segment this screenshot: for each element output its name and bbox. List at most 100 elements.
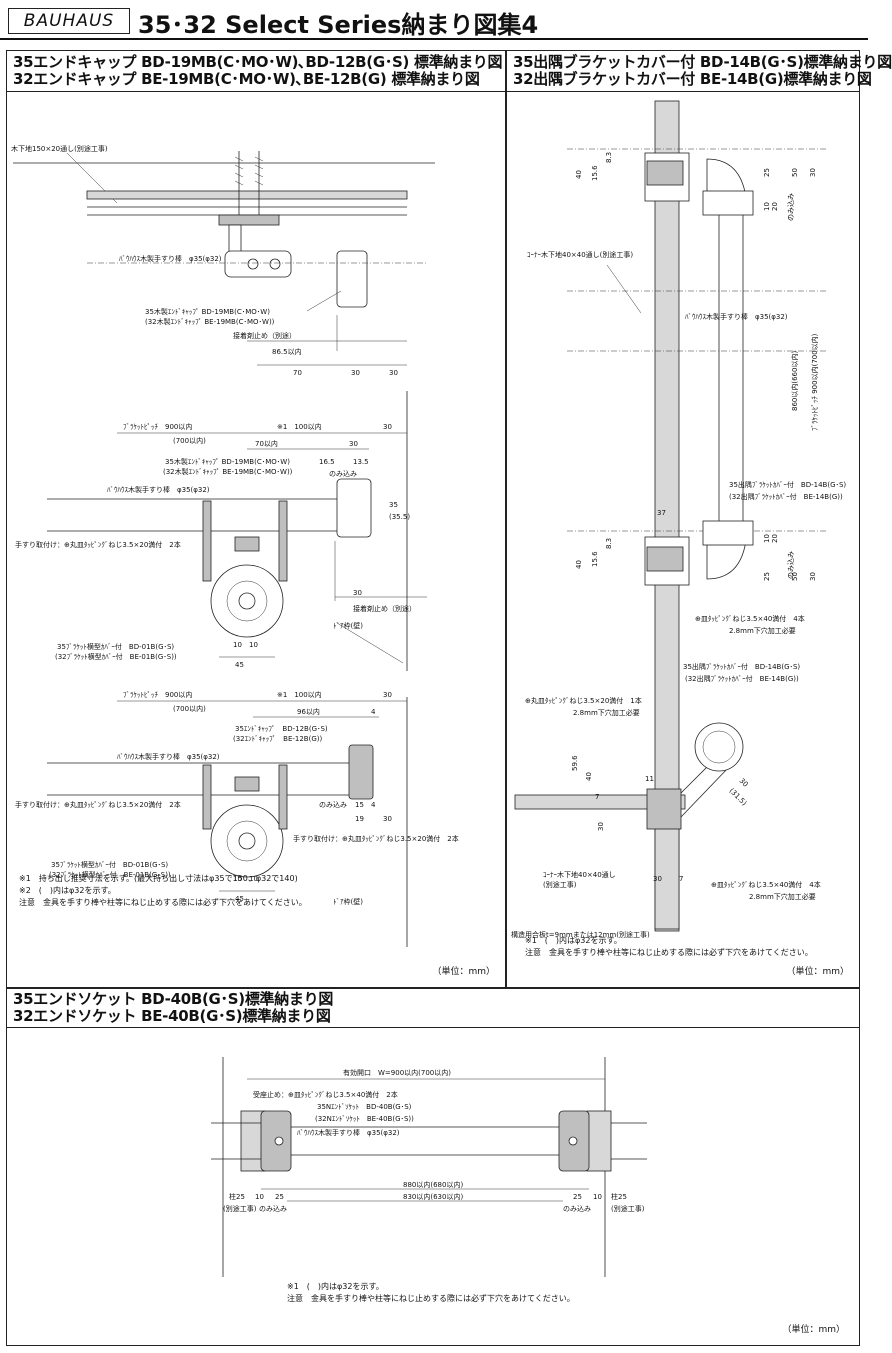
svg-text:830以内(630以内): 830以内(630以内) (403, 1192, 463, 1201)
svg-text:ｺｰﾅｰ木下地40×40通し(別途工事): ｺｰﾅｰ木下地40×40通し(別途工事) (527, 250, 633, 259)
svg-text:2.8mm下穴加工必要: 2.8mm下穴加工必要 (749, 892, 816, 901)
svg-text:ﾌﾞﾗｹｯﾄﾋﾟｯﾁ 900以内: ﾌﾞﾗｹｯﾄﾋﾟｯﾁ 900以内 (123, 690, 192, 699)
wood-base-label: 木下地150×20通し(別途工事) (11, 144, 108, 153)
svg-text:ﾌﾞﾗｹｯﾄﾋﾟｯﾁ 900以内: ﾌﾞﾗｹｯﾄﾋﾟｯﾁ 900以内 (123, 422, 192, 431)
svg-text:860以内(660以内): 860以内(660以内) (790, 351, 799, 411)
svg-text:880以内(680以内): 880以内(680以内) (403, 1180, 463, 1189)
svg-text:(別途工事): (別途工事) (543, 880, 577, 889)
unit-label: （単位：mm） (432, 967, 495, 977)
svg-text:(32ﾌﾞﾗｹｯﾄ横型ｶﾊﾞｰ付 BE-01B(G･S)): (32ﾌﾞﾗｹｯﾄ横型ｶﾊﾞｰ付 BE-01B(G･S)) (49, 870, 171, 879)
panel-endcap-title-35: 35エンドキャップ BD-19MB(C･MO･W)､BD-12B(G･S) 標準… (13, 53, 503, 71)
svg-text:(32出隅ﾌﾞﾗｹｯﾄｶﾊﾞｰ付 BE-14B(G)): (32出隅ﾌﾞﾗｹｯﾄｶﾊﾞｰ付 BE-14B(G)) (729, 492, 843, 501)
svg-text:のみ込み: のみ込み (786, 551, 795, 579)
svg-text:25: 25 (763, 572, 771, 581)
svg-text:30: 30 (389, 369, 398, 377)
svg-text:35ﾌﾞﾗｹｯﾄ横型ｶﾊﾞｰ付 BD-01B(G･S): 35ﾌﾞﾗｹｯﾄ横型ｶﾊﾞｰ付 BD-01B(G･S) (51, 860, 168, 869)
svg-text:50: 50 (791, 168, 799, 177)
panel-endcap-title-32: 32エンドキャップ BE-19MB(C･MO･W)､BE-12B(G) 標準納ま… (13, 70, 480, 88)
svg-text:10: 10 (233, 641, 242, 649)
panel-corner-bracket: 35出隅ブラケットカバー付 BD-14B(G･S)標準納まり図 32出隅ブラケッ… (506, 50, 892, 988)
panel-corner-title-35: 35出隅ブラケットカバー付 BD-14B(G･S)標準納まり図 (513, 53, 892, 71)
svg-text:19: 19 (355, 815, 364, 823)
svg-text:4: 4 (371, 801, 376, 809)
svg-text:37: 37 (657, 509, 666, 517)
bracket-round-icon (202, 500, 288, 638)
bracket-plate (218, 214, 280, 226)
svg-text:40: 40 (575, 170, 583, 179)
svg-text:10: 10 (249, 641, 258, 649)
svg-text:構造用合板t=9mmまたは12mm(別途工事): 構造用合板t=9mmまたは12mm(別途工事) (511, 930, 650, 939)
note-1: ※1 ( )内はφ32を示す。 (525, 936, 622, 945)
note-2: ※2 ( )内はφ32を示す。 (19, 886, 116, 895)
svg-text:のみ込み: のみ込み (563, 1204, 591, 1213)
svg-text:8.3: 8.3 (605, 538, 613, 549)
endcap-side (336, 250, 368, 308)
svg-text:4: 4 (371, 708, 376, 716)
svg-text:15.6: 15.6 (591, 551, 599, 567)
svg-text:40: 40 (585, 772, 593, 781)
svg-text:35: 35 (389, 501, 398, 509)
svg-text:のみ込み: のみ込み (329, 469, 357, 478)
svg-text:のみ込み: のみ込み (259, 1204, 287, 1213)
note-caution: 注意 金具を手すり棒や柱等にねじ止めする際には必ず下穴をあけてください。 (19, 898, 307, 907)
svg-text:(700以内): (700以内) (173, 704, 206, 713)
svg-text:35Nｴﾝﾄﾞｿｹｯﾄ BD-40B(G･S): 35Nｴﾝﾄﾞｿｹｯﾄ BD-40B(G･S) (317, 1103, 412, 1111)
svg-text:(32ﾌﾞﾗｹｯﾄ横型ｶﾊﾞｰ付 BE-01B(G･S)): (32ﾌﾞﾗｹｯﾄ横型ｶﾊﾞｰ付 BE-01B(G･S)) (55, 652, 177, 661)
svg-text:30: 30 (809, 572, 817, 581)
svg-text:手すり取付け：⊕丸皿ﾀｯﾋﾟﾝｸﾞねじ3.5×20満付 2本: 手すり取付け：⊕丸皿ﾀｯﾋﾟﾝｸﾞねじ3.5×20満付 2本 (293, 834, 459, 843)
svg-text:⊕丸皿ﾀｯﾋﾟﾝｸﾞねじ3.5×20満付 1本: ⊕丸皿ﾀｯﾋﾟﾝｸﾞねじ3.5×20満付 1本 (525, 696, 642, 705)
unit-label: （単位：mm） (786, 967, 849, 977)
svg-text:50: 50 (791, 572, 799, 581)
svg-text:2.8mm下穴加工必要: 2.8mm下穴加工必要 (729, 626, 796, 635)
svg-text:10: 10 (763, 202, 771, 211)
right-post (586, 1110, 612, 1172)
svg-text:※1 100以内: ※1 100以内 (277, 422, 322, 431)
corner-bracket-icon (644, 152, 754, 216)
svg-text:35ﾌﾞﾗｹｯﾄ横型ｶﾊﾞｰ付 BD-01B(G･S): 35ﾌﾞﾗｹｯﾄ横型ｶﾊﾞｰ付 BD-01B(G･S) (57, 642, 174, 651)
svg-text:59.6: 59.6 (571, 755, 579, 771)
plywood-wall (514, 794, 686, 810)
svg-text:※1 100以内: ※1 100以内 (277, 690, 322, 699)
svg-text:柱25: 柱25 (611, 1192, 627, 1201)
panel-corner-title-32: 32出隅ブラケットカバー付 BE-14B(G)標準納まり図 (513, 70, 872, 88)
svg-text:30: 30 (809, 168, 817, 177)
svg-text:10: 10 (763, 534, 771, 543)
svg-text:30: 30 (383, 423, 392, 431)
left-socket-icon (211, 1110, 292, 1172)
note-1: ※1 持ち出し推奨寸法を示す。(最大持ち出し寸法はφ35で150、φ32で140… (19, 874, 298, 883)
svg-text:30: 30 (383, 691, 392, 699)
svg-text:25: 25 (275, 1193, 284, 1201)
svg-text:35出隅ﾌﾞﾗｹｯﾄｶﾊﾞｰ付 BD-14B(G･S): 35出隅ﾌﾞﾗｹｯﾄｶﾊﾞｰ付 BD-14B(G･S) (683, 662, 800, 671)
svg-text:96以内: 96以内 (297, 707, 320, 716)
panel-corner-header: 35出隅ブラケットカバー付 BD-14B(G･S)標準納まり図 32出隅ブラケッ… (507, 51, 892, 92)
page-header: BAUHAUS 35･32 Select Series納まり図集4 (0, 0, 868, 42)
right-socket-icon (558, 1110, 647, 1172)
svg-text:(35.5): (35.5) (389, 513, 410, 521)
svg-text:10: 10 (593, 1193, 602, 1201)
page-title: 35･32 Select Series納まり図集4 (138, 11, 539, 39)
svg-text:(別途工事): (別途工事) (611, 1204, 645, 1213)
svg-text:16.5: 16.5 (319, 458, 335, 466)
svg-text:のみ込み: のみ込み (786, 193, 795, 221)
svg-text:7: 7 (595, 793, 599, 801)
svg-text:ﾊﾞｳﾊｳｽ木製手すり棒 φ35(φ32): ﾊﾞｳﾊｳｽ木製手すり棒 φ35(φ32) (685, 312, 788, 321)
svg-text:受座止め：⊕皿ﾀｯﾋﾟﾝｸﾞねじ3.5×40満付 2本: 受座止め：⊕皿ﾀｯﾋﾟﾝｸﾞねじ3.5×40満付 2本 (253, 1090, 398, 1099)
svg-text:のみ込み: のみ込み (319, 800, 347, 809)
endcap-drawing: 木下地150×20通し(別途工事) 86.5以内 70 30 30 35木製ｴﾝ… (11, 144, 459, 947)
svg-text:20: 20 (771, 202, 779, 211)
corner-plan-bracket-icon (646, 722, 744, 830)
svg-text:30: 30 (653, 875, 662, 883)
svg-text:(700以内): (700以内) (173, 436, 206, 445)
header-divider (0, 38, 868, 40)
svg-text:45: 45 (235, 661, 244, 669)
svg-text:ﾊﾞｳﾊｳｽ木製手すり棒 φ35(φ32): ﾊﾞｳﾊｳｽ木製手すり棒 φ35(φ32) (107, 485, 210, 494)
svg-text:(32木製ｴﾝﾄﾞｷｬｯﾌﾟ BE-19MB(C･MO･W): (32木製ｴﾝﾄﾞｷｬｯﾌﾟ BE-19MB(C･MO･W)) (163, 467, 293, 476)
svg-text:30: 30 (383, 815, 392, 823)
panel-socket-title-35: 35エンドソケット BD-40B(G･S)標準納まり図 (13, 990, 334, 1008)
endcap-metal-12b (348, 744, 374, 800)
svg-text:ﾄﾞｱ枠(壁): ﾄﾞｱ枠(壁) (333, 897, 363, 906)
svg-text:70以内: 70以内 (255, 439, 278, 448)
corner-bracket-icon (644, 520, 754, 586)
svg-text:7: 7 (679, 875, 683, 883)
svg-text:ｺｰﾅｰ木下地40×40通し: ｺｰﾅｰ木下地40×40通し (543, 870, 616, 879)
